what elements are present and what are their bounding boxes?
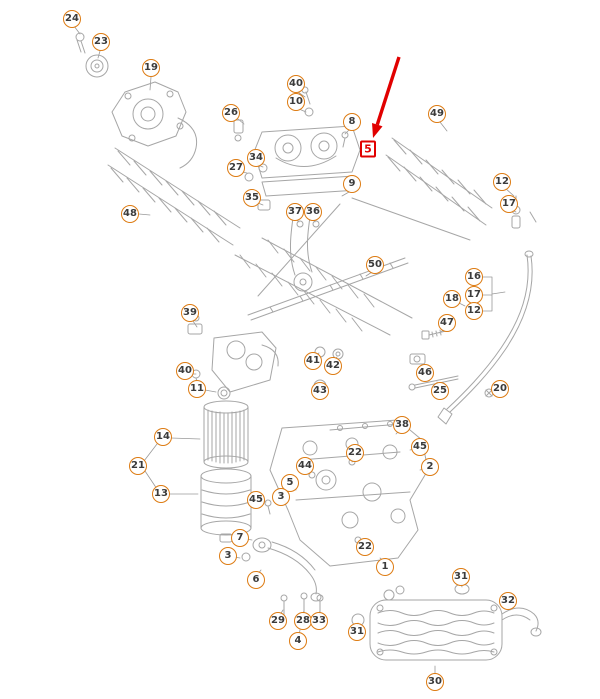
callout-41-24[interactable]: 41 [304,352,322,370]
callout-30-55[interactable]: 30 [426,673,444,691]
callout-17-12[interactable]: 17 [500,195,518,213]
callout-11-28[interactable]: 11 [188,380,206,398]
callout-45-34[interactable]: 45 [411,438,429,456]
callout-13-42[interactable]: 13 [152,485,170,503]
callout-31-53[interactable]: 31 [348,623,366,641]
callout-3-44[interactable]: 3 [219,547,237,565]
callout-3-40[interactable]: 3 [272,488,290,506]
callout-29-50[interactable]: 29 [269,612,287,630]
callout-1-46[interactable]: 1 [376,558,394,576]
callout-38-32[interactable]: 38 [393,416,411,434]
callout-16-18[interactable]: 16 [465,268,483,286]
callout-20-30[interactable]: 20 [491,380,509,398]
callout-48-16[interactable]: 48 [121,205,139,223]
callout-42-25[interactable]: 42 [324,357,342,375]
callout-27-9[interactable]: 27 [227,159,245,177]
callout-50-17[interactable]: 50 [366,256,384,274]
callout-5-39[interactable]: 5 [281,474,299,492]
arrow-head [372,122,383,138]
callout-2-36[interactable]: 2 [421,458,439,476]
callout-22-45[interactable]: 22 [356,538,374,556]
highlight-arrow [372,56,401,138]
callout-10-4[interactable]: 10 [287,93,305,111]
callout-9-10[interactable]: 9 [343,175,361,193]
callout-45-41[interactable]: 45 [247,491,265,509]
callout-19-2[interactable]: 19 [142,59,160,77]
callout-6-47[interactable]: 6 [247,571,265,589]
callout-36-15[interactable]: 36 [304,203,322,221]
callout-40-3[interactable]: 40 [287,75,305,93]
callout-33-52[interactable]: 33 [310,612,328,630]
callout-46-27[interactable]: 46 [416,364,434,382]
highlighted-callout-5[interactable]: 5 [360,140,376,158]
callout-31-48[interactable]: 31 [452,568,470,586]
callout-21-37[interactable]: 21 [129,457,147,475]
callout-26-5[interactable]: 26 [222,104,240,122]
callout-23-1[interactable]: 23 [92,33,110,51]
callout-22-35[interactable]: 22 [346,444,364,462]
leader-lines [73,25,517,677]
callout-49-7[interactable]: 49 [428,105,446,123]
callout-32-49[interactable]: 32 [499,592,517,610]
callout-37-14[interactable]: 37 [286,203,304,221]
callout-40-26[interactable]: 40 [176,362,194,380]
callout-39-22[interactable]: 39 [181,304,199,322]
callout-8-6[interactable]: 8 [343,113,361,131]
callout-24-0[interactable]: 24 [63,10,81,28]
callout-12-11[interactable]: 12 [493,173,511,191]
callout-25-29[interactable]: 25 [431,382,449,400]
callout-35-13[interactable]: 35 [243,189,261,207]
callout-18-21[interactable]: 18 [443,290,461,308]
callout-47-23[interactable]: 47 [438,314,456,332]
callout-43-31[interactable]: 43 [311,382,329,400]
callout-44-38[interactable]: 44 [296,457,314,475]
arrow-shaft [375,56,401,126]
callout-12-20[interactable]: 12 [465,302,483,320]
callout-34-8[interactable]: 34 [247,149,265,167]
callout-14-33[interactable]: 14 [154,428,172,446]
callout-7-43[interactable]: 7 [231,529,249,547]
callout-4-54[interactable]: 4 [289,632,307,650]
